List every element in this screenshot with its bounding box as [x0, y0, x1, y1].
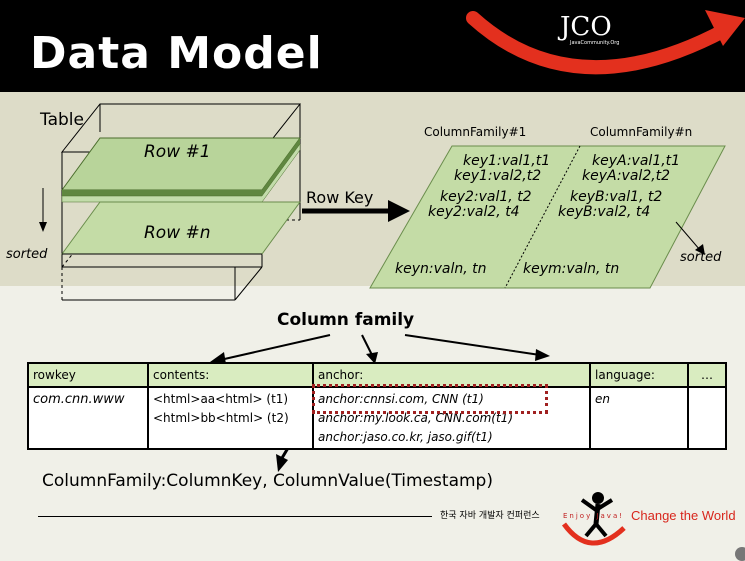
arrow-to-anchor-head: [366, 352, 378, 364]
header-language: language:: [589, 362, 689, 388]
cf1-line-4: key2:val2, t4: [428, 204, 520, 220]
header-contents: contents:: [147, 362, 314, 388]
footer-divider: [38, 516, 432, 517]
data-table: rowkey contents: anchor: language: … com…: [27, 362, 727, 450]
swoosh-arrowhead: [705, 10, 745, 46]
arrow-to-language-head: [535, 349, 550, 361]
footer-enjoy: Enjoy Java!: [563, 512, 625, 520]
cell-language: en: [589, 386, 689, 450]
contents-value-2: <html>bb<html> (t2): [153, 411, 289, 425]
logo-text: JCO: [560, 12, 612, 42]
page-title: Data Model: [30, 28, 323, 79]
cfn-line-1: keyA:val1,t1: [592, 153, 681, 169]
table-header-row: rowkey contents: anchor: language: …: [27, 362, 727, 388]
column-family-arrows: [210, 334, 550, 472]
footer-korean: 한국 자바 개발자 컨퍼런스: [440, 511, 540, 521]
arrow-to-language: [404, 334, 541, 356]
arrow-to-formula-head: [276, 454, 288, 472]
arrow-to-contents: [219, 334, 331, 361]
logo-subtext: JavaCommunity.Org: [570, 40, 620, 46]
language-value: en: [595, 392, 610, 406]
cfn-line-4: keyB:val2, t4: [558, 204, 651, 220]
cf1-line-2: key1:val2,t2: [454, 168, 542, 184]
cf-plane: [369, 145, 726, 289]
table-label: Table: [40, 110, 84, 130]
header-bar: [0, 0, 745, 92]
swoosh-graphic: [466, 10, 745, 75]
cell-more: [687, 386, 727, 450]
cf1-line-3: key2:val1, t2: [440, 189, 532, 205]
row1-slab-edge: [62, 138, 300, 196]
cfn-header: ColumnFamily#n: [590, 125, 693, 139]
sorted-label-right: sorted: [680, 250, 722, 265]
formula-text: ColumnFamily:ColumnKey, ColumnValue(Time…: [42, 471, 493, 491]
table-row: com.cnn.www <html>aa<html> (t1) <html>bb…: [27, 386, 727, 450]
header-more: …: [687, 362, 727, 388]
rowkey-value: com.cnn.www: [33, 392, 125, 407]
row1-label: Row #1: [144, 142, 211, 162]
header-anchor: anchor:: [312, 362, 591, 388]
highlight-box: [312, 384, 548, 414]
anchor-value-1: anchor:cnnsi.com, CNN (t1): [318, 392, 484, 406]
cell-anchor: anchor:cnnsi.com, CNN (t1) anchor:my.loo…: [312, 386, 591, 450]
cf1-header: ColumnFamily#1: [424, 125, 527, 139]
header-rowkey: rowkey: [27, 362, 149, 388]
column-family-parallelogram: [369, 145, 726, 289]
corner-dot: [735, 547, 745, 561]
cell-rowkey: com.cnn.www: [27, 386, 149, 450]
swoosh-arc: [466, 11, 732, 75]
arrow-to-contents-head: [210, 352, 226, 364]
rown-label: Row #n: [144, 223, 211, 243]
column-family-title: Column family: [277, 310, 415, 330]
cell-contents: <html>aa<html> (t1) <html>bb<html> (t2): [147, 386, 314, 450]
contents-value-1: <html>aa<html> (t1): [153, 392, 289, 406]
cf-divider: [504, 145, 581, 289]
sorted-arrow-head: [39, 222, 47, 232]
anchor-value-3: anchor:jaso.co.kr, jaso.gif(t1): [318, 430, 493, 444]
cf1-last-line: keyn:valn, tn: [395, 261, 487, 277]
footer-change-the-world: Change the World: [631, 508, 736, 523]
sorted-label-left: sorted: [6, 247, 48, 262]
cfn-line-2: keyA:val2,t2: [582, 168, 671, 184]
sorted-arrow-right-head: [695, 244, 705, 255]
anchor-value-2: anchor:my.look.ca, CNN.com(t1): [318, 411, 513, 425]
row-layer: [61, 143, 301, 203]
cf1-line-1: key1:val1,t1: [463, 153, 551, 169]
cfn-last-line: keym:valn, tn: [523, 261, 620, 277]
row-key-label: Row Key: [306, 188, 374, 207]
arrow-to-anchor: [361, 334, 373, 356]
cfn-line-3: keyB:val1, t2: [570, 189, 663, 205]
jco-logo: JCO JavaCommunity.Org: [560, 14, 620, 62]
sorted-arrow-right-line: [675, 221, 701, 251]
enjoy-java-figure-icon: [561, 492, 626, 546]
table-cube-diagram: [39, 103, 410, 301]
row-key-arrow-head: [388, 200, 410, 222]
